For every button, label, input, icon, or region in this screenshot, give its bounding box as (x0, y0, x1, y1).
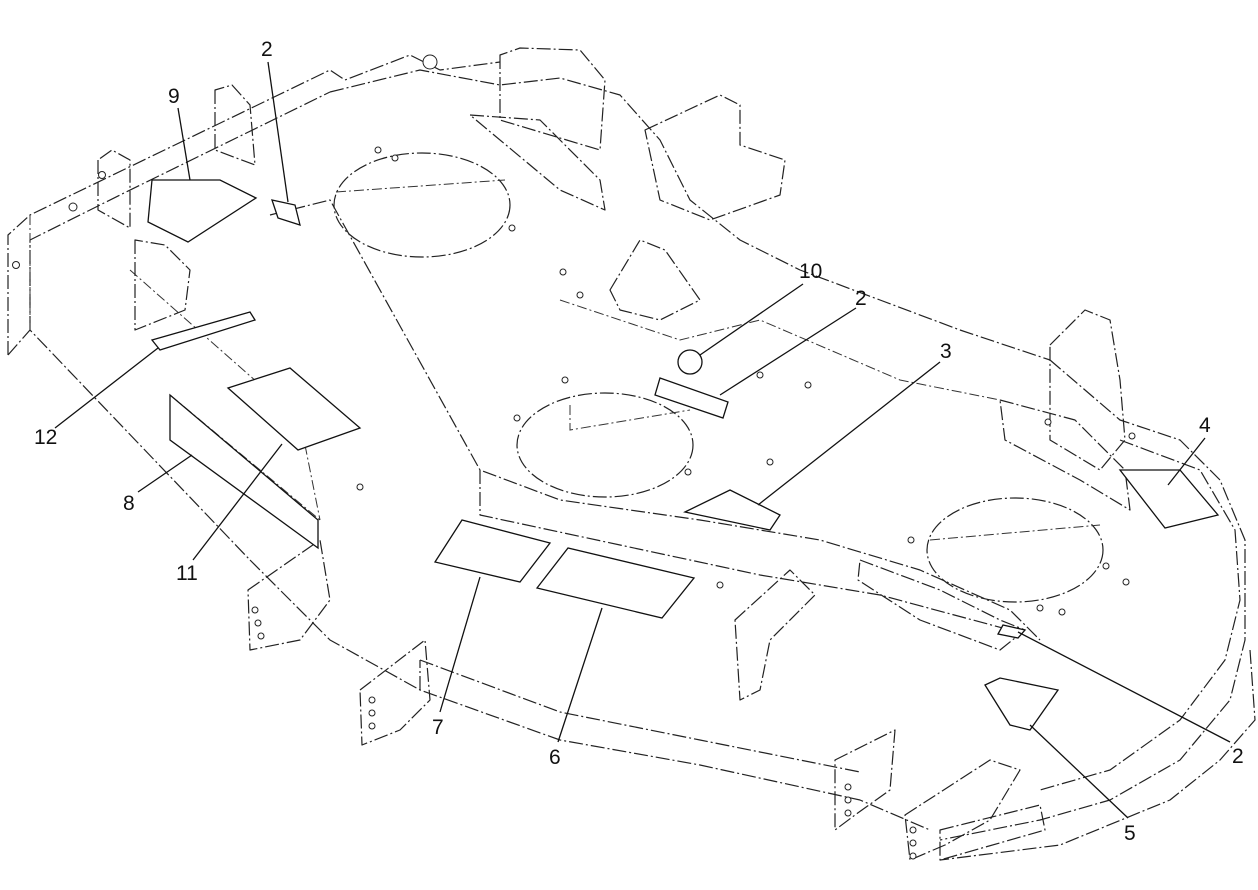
leader-3 (757, 361, 941, 506)
decal-3 (683, 489, 781, 531)
leader-2a (267, 61, 289, 203)
deck-outline (7, 54, 1256, 861)
leader-12 (54, 347, 159, 429)
leader-7 (439, 576, 481, 713)
blade-openings (333, 152, 1104, 603)
mounting-holes (12, 54, 1136, 860)
leader-5 (1029, 724, 1129, 819)
decal-2-top (271, 199, 301, 226)
callout-3: 3 (940, 340, 952, 363)
leader-2b (719, 307, 857, 396)
decal-5 (984, 677, 1060, 731)
callout-11: 11 (176, 562, 198, 585)
leader-lines (54, 61, 1231, 819)
callout-9: 9 (168, 85, 180, 108)
callout-8: 8 (123, 492, 135, 515)
leader-6 (557, 607, 603, 743)
decal-7 (433, 519, 552, 583)
callout-7: 7 (432, 716, 444, 739)
callout-5: 5 (1124, 822, 1136, 845)
callout-10: 10 (799, 260, 822, 283)
leader-10 (699, 283, 804, 356)
decal-11 (226, 367, 362, 451)
decal-4 (1118, 469, 1220, 529)
decal-2-right (996, 624, 1027, 639)
leader-11 (192, 443, 283, 561)
decal-12 (150, 311, 256, 351)
leader-9 (177, 107, 191, 181)
callout-2c: 2 (1232, 745, 1244, 768)
decal-9 (147, 179, 258, 243)
callout-2b: 2 (855, 287, 867, 310)
callout-6: 6 (549, 746, 561, 769)
callout-12: 12 (34, 426, 57, 449)
decal-8 (169, 393, 319, 550)
decal-2-middle (654, 377, 729, 419)
leader-4 (1167, 437, 1206, 486)
decal-10 (677, 349, 703, 375)
callout-4: 4 (1199, 414, 1211, 437)
callout-2a: 2 (261, 38, 273, 61)
brackets (97, 47, 1131, 861)
callout-labels: 9 2 10 2 3 4 12 8 11 7 6 5 2 (34, 38, 1244, 845)
decal-6 (535, 547, 696, 619)
leader-8 (137, 454, 193, 493)
decals (147, 179, 1220, 731)
leader-2c (1017, 631, 1231, 743)
